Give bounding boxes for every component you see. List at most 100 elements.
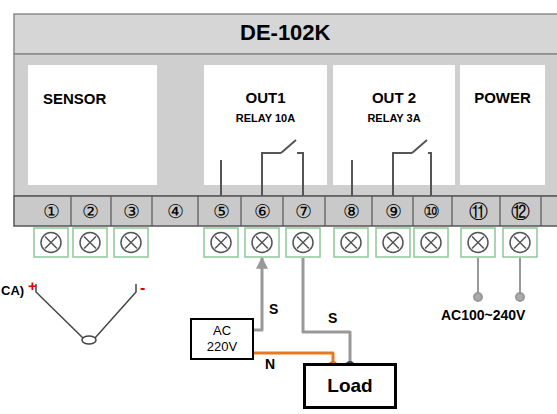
screw-head bbox=[121, 233, 141, 253]
terminal-strip bbox=[14, 196, 557, 226]
screw-slot bbox=[425, 237, 437, 249]
panel-box: SENSOR bbox=[28, 65, 157, 185]
relay-contact bbox=[428, 153, 431, 196]
relay-contact bbox=[262, 153, 281, 196]
screw-slot bbox=[514, 237, 526, 249]
terminal-label: ⑧ bbox=[343, 198, 360, 226]
terminal-number: ⑫ bbox=[501, 198, 539, 258]
strip-divider bbox=[451, 196, 452, 226]
probe-lead bbox=[95, 284, 136, 338]
title-band bbox=[14, 14, 557, 54]
relay-blade bbox=[281, 140, 296, 153]
title: DE-102K bbox=[240, 20, 330, 46]
box-label: OUT 2 bbox=[372, 89, 416, 106]
terminal-label: ① bbox=[43, 198, 60, 226]
screw-terminals bbox=[34, 196, 541, 257]
panel-box: OUT 2 RELAY 3A bbox=[333, 65, 455, 185]
terminal-label: AC100~240V bbox=[441, 307, 525, 323]
power-lead bbox=[477, 258, 479, 294]
relay-contact bbox=[393, 153, 412, 196]
screw-head bbox=[421, 233, 441, 253]
relay-contact bbox=[351, 160, 353, 196]
relay-contact bbox=[220, 160, 222, 196]
box-label: Load bbox=[327, 375, 372, 397]
terminal-number: ⑤ bbox=[202, 198, 240, 258]
power-source-box: AC 220V bbox=[190, 318, 254, 360]
screw-cell bbox=[73, 228, 107, 257]
strip-divider bbox=[151, 196, 152, 226]
box-label: SENSOR bbox=[43, 90, 106, 107]
load-box: Load bbox=[303, 363, 397, 409]
screw-cell bbox=[334, 228, 368, 257]
polarity-mark: + bbox=[28, 277, 37, 294]
terminal-number: ① bbox=[32, 198, 70, 258]
terminal-label: ② bbox=[82, 198, 99, 226]
screw-head bbox=[341, 233, 361, 253]
terminal-number: ② bbox=[71, 198, 109, 258]
screw-head bbox=[211, 233, 231, 253]
screw-head bbox=[468, 233, 488, 253]
screw-head bbox=[41, 233, 61, 253]
screw-slot bbox=[45, 237, 57, 249]
screw-slot bbox=[297, 237, 309, 249]
strip-divider bbox=[499, 196, 500, 226]
probe-tip bbox=[82, 336, 96, 344]
screw-cell bbox=[114, 228, 148, 257]
box-label: AC 220V bbox=[196, 323, 248, 355]
terminal-number: ③ bbox=[112, 198, 150, 258]
strip-divider bbox=[540, 196, 541, 226]
box-label: POWER bbox=[474, 89, 531, 106]
strip-divider bbox=[197, 196, 198, 226]
screw-head bbox=[510, 233, 530, 253]
screw-slot bbox=[84, 237, 96, 249]
strip-divider bbox=[412, 196, 413, 226]
screw-head bbox=[293, 233, 313, 253]
terminal-number: ④ bbox=[156, 198, 194, 258]
wire bbox=[303, 258, 350, 363]
panel-box: OUT1RELAY 10A bbox=[204, 65, 327, 185]
relay-rating: RELAY 10A bbox=[236, 112, 295, 124]
terminal-label: CA) bbox=[1, 283, 24, 298]
terminal-label: ⑥ bbox=[254, 198, 271, 226]
terminal-number: ⑥ bbox=[243, 198, 281, 258]
wire-label: N bbox=[264, 356, 276, 372]
strip-divider bbox=[371, 196, 372, 226]
strip-divider bbox=[70, 196, 71, 226]
screw-cell bbox=[503, 228, 537, 257]
lead-end bbox=[474, 293, 482, 301]
screw-slot bbox=[125, 237, 137, 249]
panel-box: POWER bbox=[460, 65, 545, 185]
wire-label: S bbox=[268, 301, 279, 317]
terminal-label: ③ bbox=[123, 198, 140, 226]
terminal-number: ⑨ bbox=[374, 198, 412, 258]
terminal-label: ⑪ bbox=[469, 198, 488, 226]
screw-slot bbox=[256, 237, 268, 249]
terminal-label: ⑨ bbox=[385, 198, 402, 226]
strip-divider bbox=[110, 196, 111, 226]
relay-rating: RELAY 3A bbox=[367, 112, 420, 124]
screw-slot bbox=[472, 237, 484, 249]
screw-slot bbox=[215, 237, 227, 249]
power-lead bbox=[519, 258, 521, 294]
relay-contact bbox=[297, 153, 303, 196]
terminal-number: ⑧ bbox=[332, 198, 370, 258]
screw-cell bbox=[204, 228, 238, 257]
terminal-number: ⑪ bbox=[459, 198, 497, 258]
terminal-label: ⑫ bbox=[511, 198, 530, 226]
terminal-number: ⑩ bbox=[412, 198, 450, 258]
screw-cell bbox=[245, 228, 279, 257]
wire-label: S bbox=[327, 310, 338, 326]
screw-cell bbox=[286, 228, 320, 257]
screw-slot bbox=[345, 237, 357, 249]
power-leads bbox=[474, 258, 524, 301]
probe-lead bbox=[36, 284, 83, 338]
terminal-label: ⑩ bbox=[423, 198, 440, 226]
screw-head bbox=[383, 233, 403, 253]
screw-cell bbox=[414, 228, 448, 257]
wire bbox=[254, 258, 262, 330]
strip-divider bbox=[324, 196, 325, 226]
box-label: OUT1 bbox=[245, 89, 285, 106]
screw-head bbox=[80, 233, 100, 253]
